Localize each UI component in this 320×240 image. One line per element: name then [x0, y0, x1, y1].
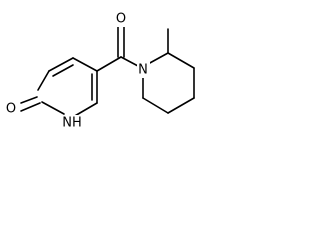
- bond-n-c2p: [147, 52, 169, 65]
- bond-c2p-c3p: [167, 52, 195, 69]
- atom-label-piperidine-nitrogen: N: [137, 62, 150, 78]
- bond-carbonyl-n: [120, 56, 139, 67]
- atom-label-carbonyl-oxygen: O: [115, 11, 127, 27]
- bond-c3-c4-inner: [52, 64, 74, 77]
- bond-c3-c4: [48, 57, 74, 72]
- carbonyl-linker-bonds: [96, 25, 139, 72]
- atom-label-pyridone-oxygen: O: [4, 101, 17, 117]
- atom-label-n-piperidine: N: [138, 63, 148, 78]
- bond-c5p-c6p: [142, 97, 169, 114]
- bond-n1-c2: [41, 101, 65, 115]
- bond-c2-o-double-a: [20, 96, 38, 104]
- pyridone-ring-bonds: [20, 57, 98, 118]
- atom-label-o-ketone: O: [116, 12, 126, 27]
- atom-label-pyridone-nh: NH: [60, 115, 84, 131]
- bond-c6-n1: [72, 102, 98, 118]
- atom-label-o-pyridone: O: [6, 102, 16, 117]
- bond-c4-c5: [72, 57, 98, 72]
- chemical-structure-diagram: O N O NH: [4, 11, 195, 131]
- bond-c5-carbonyl: [96, 56, 122, 72]
- bond-c2-o-double-b: [20, 102, 41, 112]
- bond-c2-c3: [37, 70, 50, 91]
- piperidine-ring-bonds: [142, 28, 195, 114]
- bond-c4p-c5p: [167, 97, 195, 114]
- atom-label-nh-pyridone: NH: [62, 116, 82, 131]
